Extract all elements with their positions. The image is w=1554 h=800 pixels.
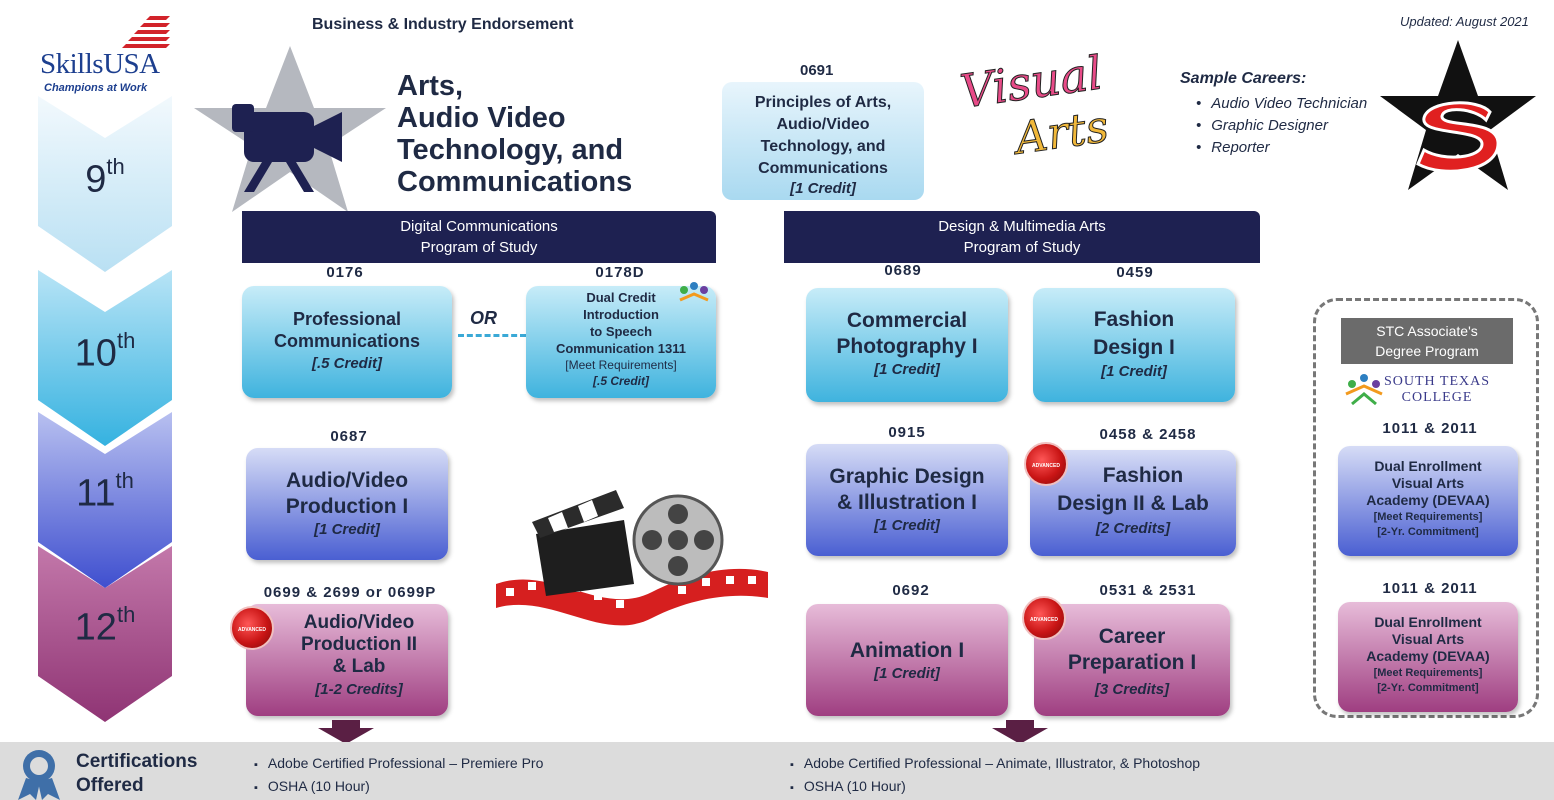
star-camera-icon [194,46,386,212]
visual-arts-lettering: Visual Arts [956,46,1112,156]
certifications-title: Certifications Offered [76,751,198,796]
course-box-0531: Career Preparation I [3 Credits] [1034,604,1230,716]
course-code-0531: 0531 & 2531 [1099,582,1197,599]
cluster-title: Arts, Audio Video Technology, and Commun… [397,70,633,198]
certifications-list-left: Adobe Certified Professional – Premiere … [254,753,543,799]
course-code-0692: 0692 [892,582,930,599]
course-box-0687: Audio/Video Production I [1 Credit] [246,448,448,560]
course-code-stc-b: 1011 & 2011 [1382,580,1478,597]
chevron-shape [38,412,172,588]
certifications-list-right: Adobe Certified Professional – Animate, … [790,753,1200,799]
or-label: OR [470,308,497,328]
grade-9-label: 9th [85,154,125,201]
certifications-bar [0,742,1554,800]
certification-item: OSHA (10 Hour) [254,776,543,799]
careers-list: Audio Video Technician Graphic Designer … [1196,93,1367,159]
course-box-0176: Professional Communications [.5 Credit] [242,286,452,398]
logo-tagline: Champions at Work [44,82,148,94]
certification-item: Adobe Certified Professional – Animate, … [790,753,1200,776]
logo-wordmark: SkillsUSA [40,48,160,80]
grade-12-label: 12th [74,602,136,649]
career-item: Audio Video Technician [1196,93,1367,115]
course-box-0178d: Dual Credit Introduction to Speech Commu… [526,286,716,398]
grade-10-label: 10th [74,328,136,375]
or-connector [458,334,526,337]
course-code-0178d: 0178D [595,264,645,281]
course-box-0689: Commercial Photography I [1 Credit] [806,288,1008,402]
film-clapper-reel-graphic [496,490,768,626]
updated-date: Updated: August 2021 [1400,14,1529,29]
grade-10-chevron: 10th [38,270,172,448]
certification-item: OSHA (10 Hour) [790,776,1200,799]
certification-item: Adobe Certified Professional – Premiere … [254,753,543,776]
course-code-0459: 0459 [1116,264,1154,281]
course-code-stc-a: 1011 & 2011 [1382,420,1478,437]
course-code-0458: 0458 & 2458 [1099,426,1197,443]
stc-devaa-box-12: Dual Enrollment Visual Arts Academy (DEV… [1338,602,1518,712]
advanced-badge-icon: ADVANCED [1022,596,1066,640]
course-code-0687: 0687 [330,428,368,445]
advanced-badge-icon: ADVANCED [1024,442,1068,486]
career-item: Graphic Designer [1196,115,1367,137]
career-item: Reporter [1196,137,1367,159]
arrow-down-icon [318,720,374,744]
flag-icon [122,16,170,48]
course-box-0915: Graphic Design & Illustration I [1 Credi… [806,444,1008,556]
chevron-shape [38,546,172,722]
stc-logo-icon [1345,374,1383,406]
course-code-0689: 0689 [884,262,922,279]
course-code-0691: 0691 [800,62,834,79]
sample-careers-title: Sample Careers: [1180,70,1307,87]
stc-logo-text: SOUTH TEXAS COLLEGE [1384,374,1491,405]
advanced-badge-icon: ADVANCED [230,606,274,650]
visual-arts-graphic: Visual Arts [952,46,1152,156]
stc-devaa-box-11: Dual Enrollment Visual Arts Academy (DEV… [1338,446,1518,556]
star-s-logo [1380,40,1536,190]
course-box-0692: Animation I [1 Credit] [806,604,1008,716]
grade-11-chevron: 11th [38,412,172,590]
course-code-0915: 0915 [888,424,926,441]
course-box-0459: Fashion Design I [1 Credit] [1033,288,1235,402]
design-multimedia-banner: Design & Multimedia Arts Program of Stud… [784,211,1260,263]
skillsusa-logo: SkillsUSA Champions at Work [38,14,172,94]
endorsement-title: Business & Industry Endorsement [312,16,574,33]
grade-11-label: 11th [76,468,134,515]
principles-course-box: Principles of Arts, Audio/Video Technolo… [722,82,924,200]
stc-degree-panel [1313,298,1539,718]
digital-communications-banner: Digital Communications Program of Study [242,211,716,263]
course-code-0699: 0699 & 2699 or 0699P [263,584,437,601]
grade-12-chevron: 12th [38,546,172,724]
course-box-0699: Audio/Video Production II & Lab [1-2 Cre… [246,604,448,716]
grade-9-chevron: 9th [38,96,172,274]
svg-text:Arts: Arts [1008,101,1111,156]
chevron-shape [38,270,172,446]
award-ribbon-icon [18,750,60,800]
stc-panel-heading: STC Associate's Degree Program [1341,318,1513,364]
chevron-shape [38,96,172,272]
arrow-down-icon [992,720,1048,744]
course-code-0176: 0176 [326,264,364,281]
stc-mini-logo-icon [679,282,709,302]
